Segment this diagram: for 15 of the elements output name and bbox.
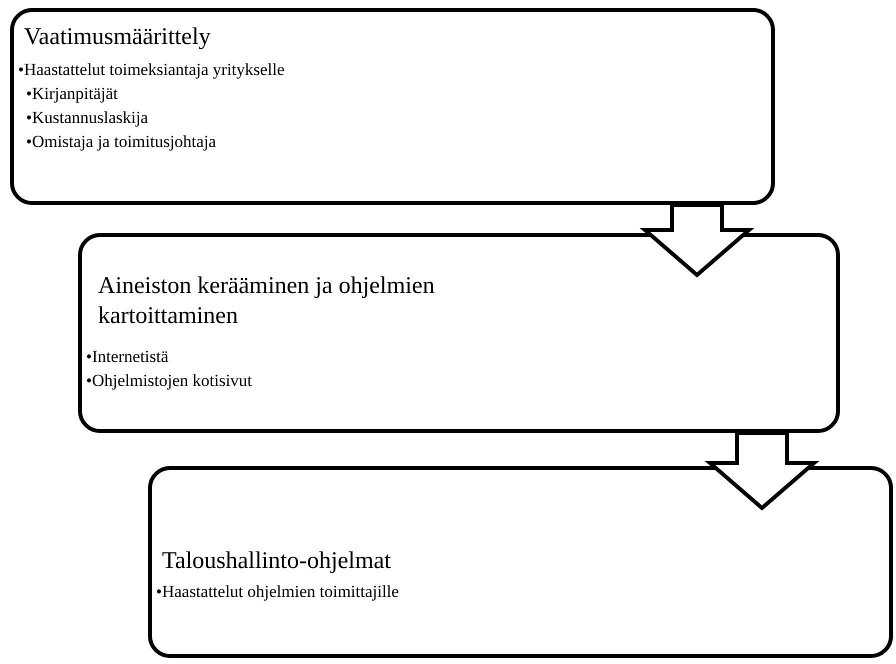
bullet-item: •Kustannuslaskija — [26, 107, 148, 129]
process-box — [10, 8, 775, 205]
block-arrow — [704, 431, 820, 511]
bullet-item: •Omistaja ja toimitusjohtaja — [26, 131, 216, 153]
process-box — [148, 466, 893, 658]
bullet-item: •Ohjelmistojen kotisivut — [86, 370, 252, 392]
bullet-item: •Haastattelut toimeksiantaja yritykselle — [18, 59, 285, 81]
block-arrow — [640, 203, 754, 278]
step-heading: Vaatimusmäärittely — [24, 23, 212, 52]
step-heading: Aineiston kerääminen ja ohjelmien kartoittaminen — [98, 272, 436, 331]
bullet-item: •Haastattelut ohjelmien toimittajille — [156, 581, 399, 603]
bullet-item: •Kirjanpitäjät — [26, 83, 118, 105]
step-heading: Taloushallinto-ohjelmat — [162, 547, 392, 576]
bullet-item: •Internetistä — [86, 346, 168, 368]
process-box — [78, 233, 840, 433]
